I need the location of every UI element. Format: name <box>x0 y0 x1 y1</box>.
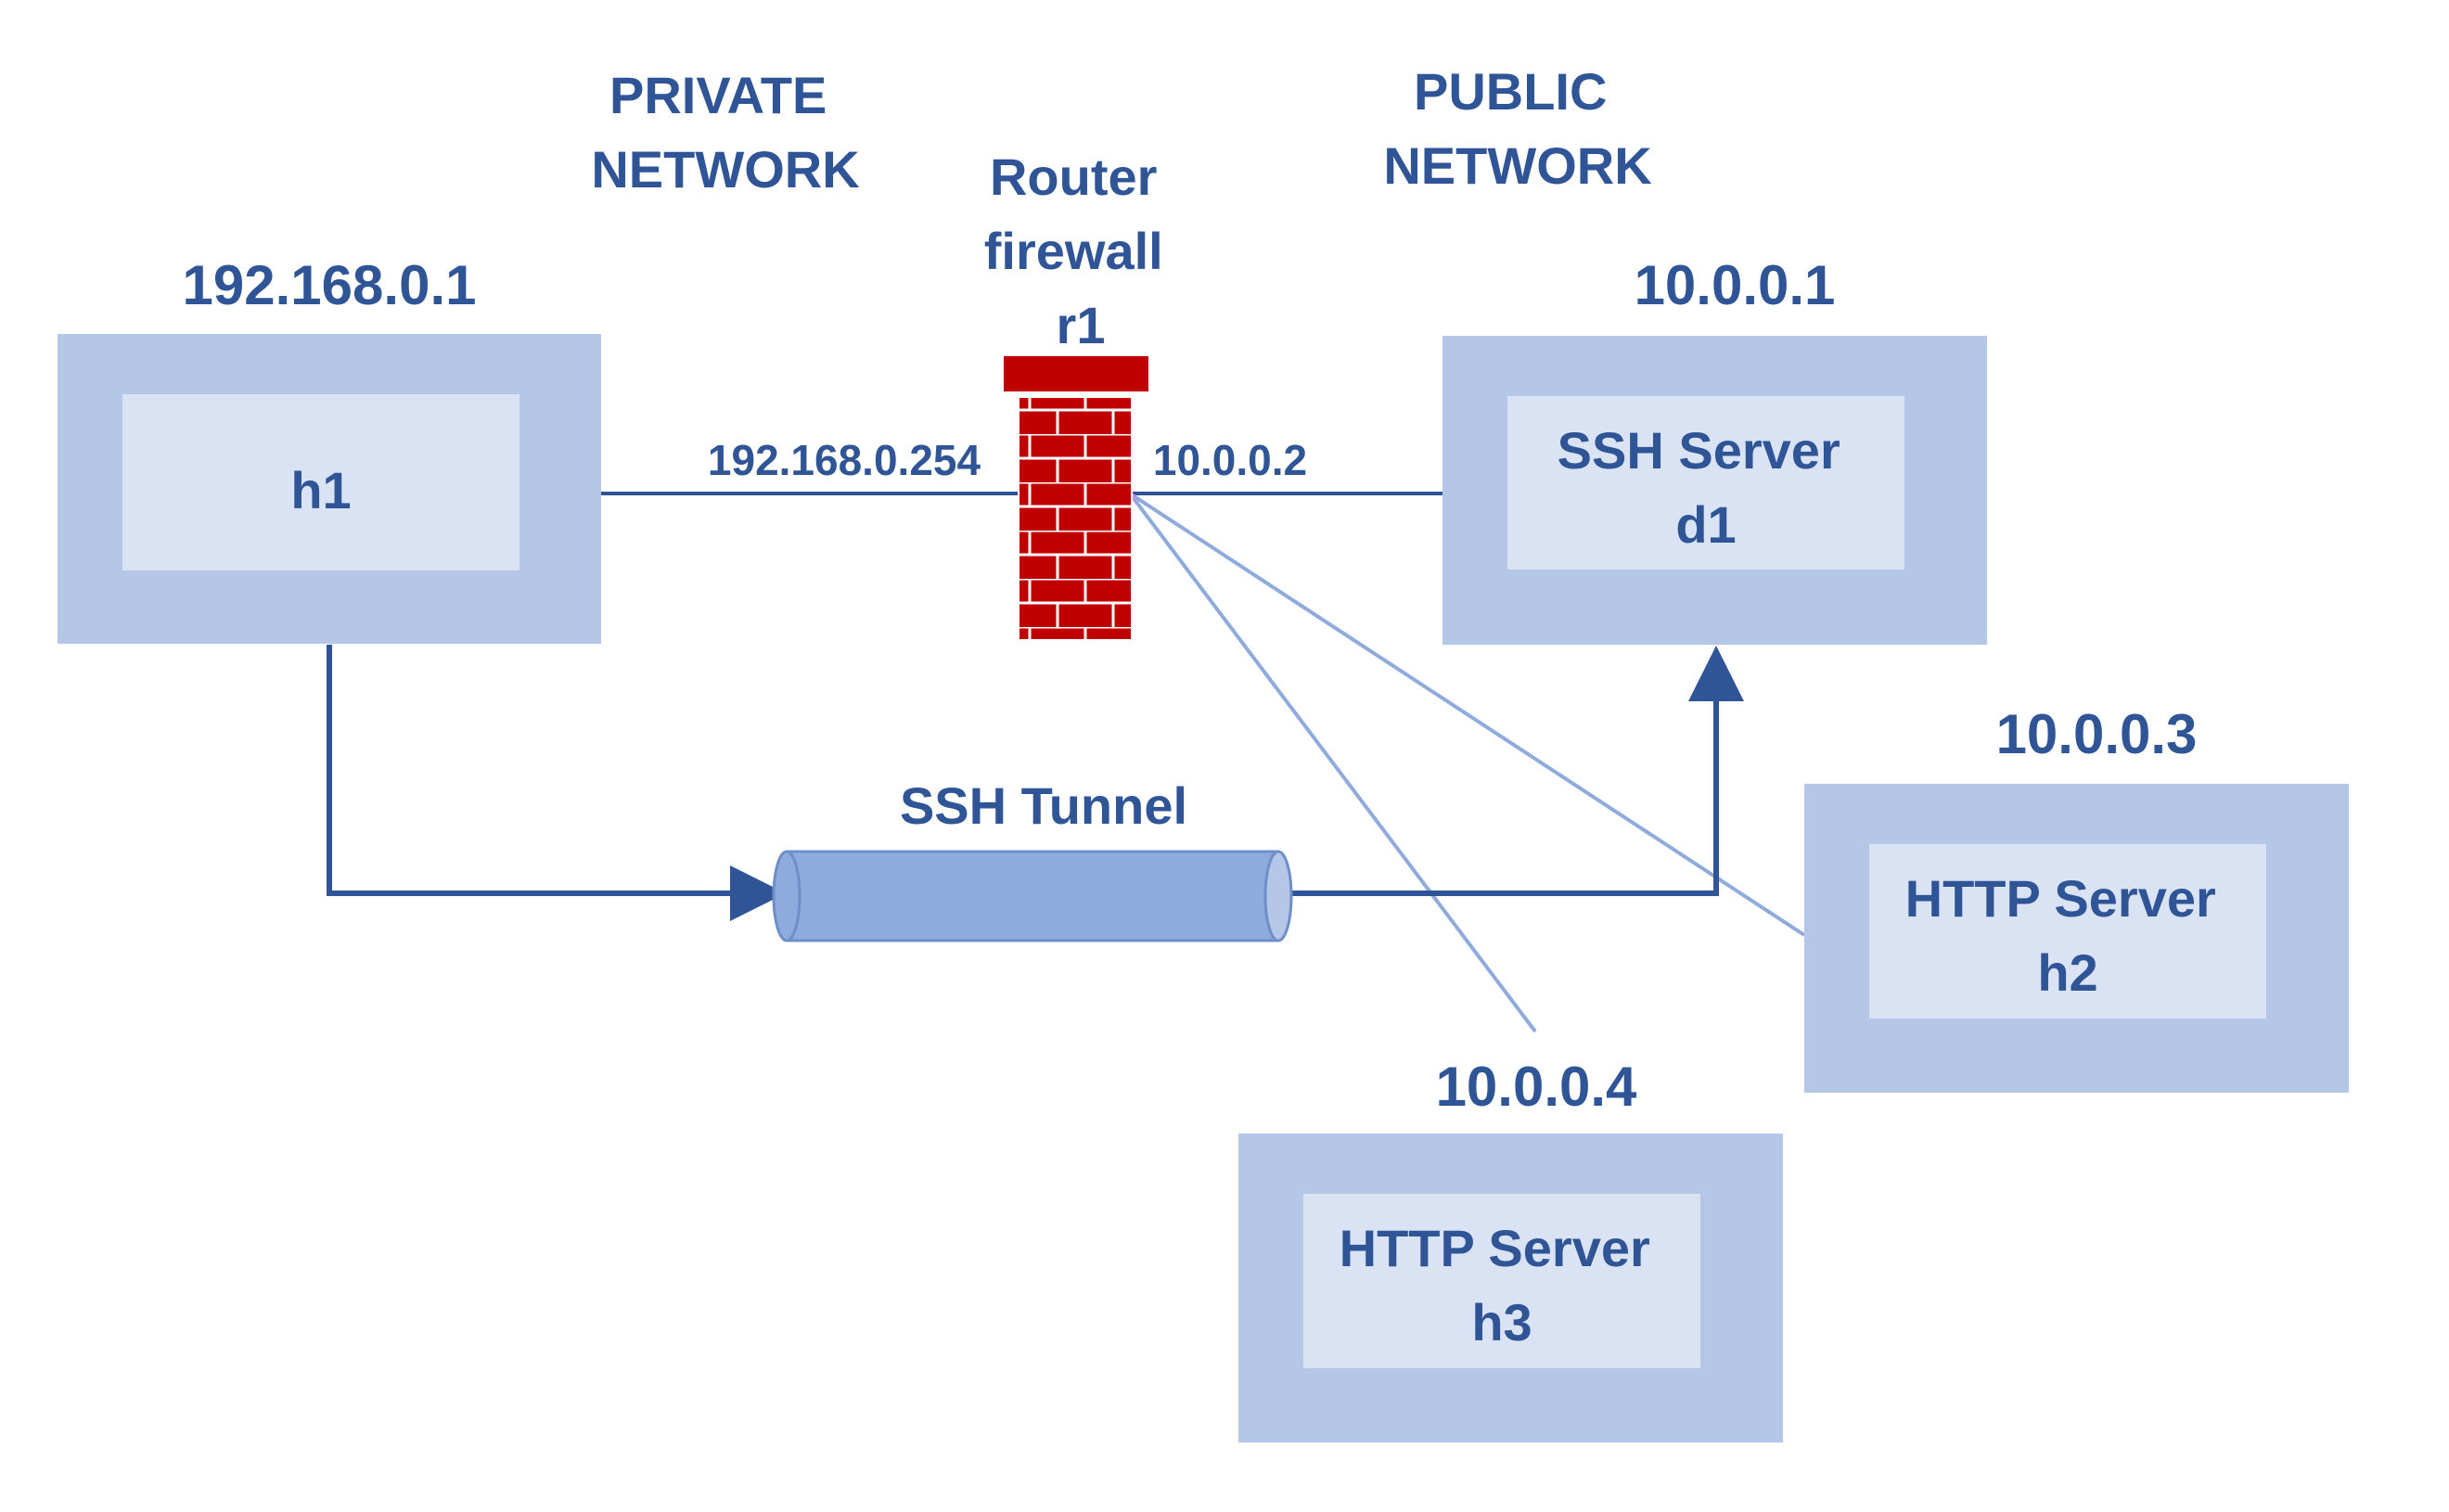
d1-label: SSH Server d1 <box>1558 421 1855 554</box>
link-r1-h2 <box>1128 492 1806 937</box>
router-label: Router firewall r1 <box>984 147 1178 354</box>
tunnel-path-d1 <box>1280 646 1744 896</box>
firewall-icon <box>1004 356 1148 641</box>
h3-label: HTTP Server h3 <box>1340 1219 1665 1352</box>
d1-ip: 10.0.0.1 <box>1635 254 1836 316</box>
h1-ip: 192.168.0.1 <box>183 254 477 316</box>
h3-ip: 10.0.0.4 <box>1436 1056 1637 1118</box>
router-private-ip: 192.168.0.254 <box>708 436 981 484</box>
h2-label: HTTP Server h2 <box>1905 869 2231 1002</box>
host-h1 <box>58 334 601 644</box>
host-d1 <box>1442 336 1987 645</box>
h1-label: h1 <box>290 461 351 519</box>
h2-ip: 10.0.0.3 <box>1996 703 2198 765</box>
host-h2 <box>1804 784 2349 1093</box>
host-h3 <box>1238 1134 1783 1442</box>
tunnel-path-h1 <box>327 645 786 921</box>
ssh-tunnel-label: SSH Tunnel <box>900 776 1187 835</box>
private-network-label: PRIVATE NETWORK <box>591 66 859 199</box>
public-network-label: PUBLIC NETWORK <box>1383 62 1651 195</box>
ssh-tunnel-cylinder <box>772 850 1293 942</box>
router-public-ip: 10.0.0.2 <box>1153 436 1307 484</box>
link-r1-h3 <box>1128 492 1537 1033</box>
